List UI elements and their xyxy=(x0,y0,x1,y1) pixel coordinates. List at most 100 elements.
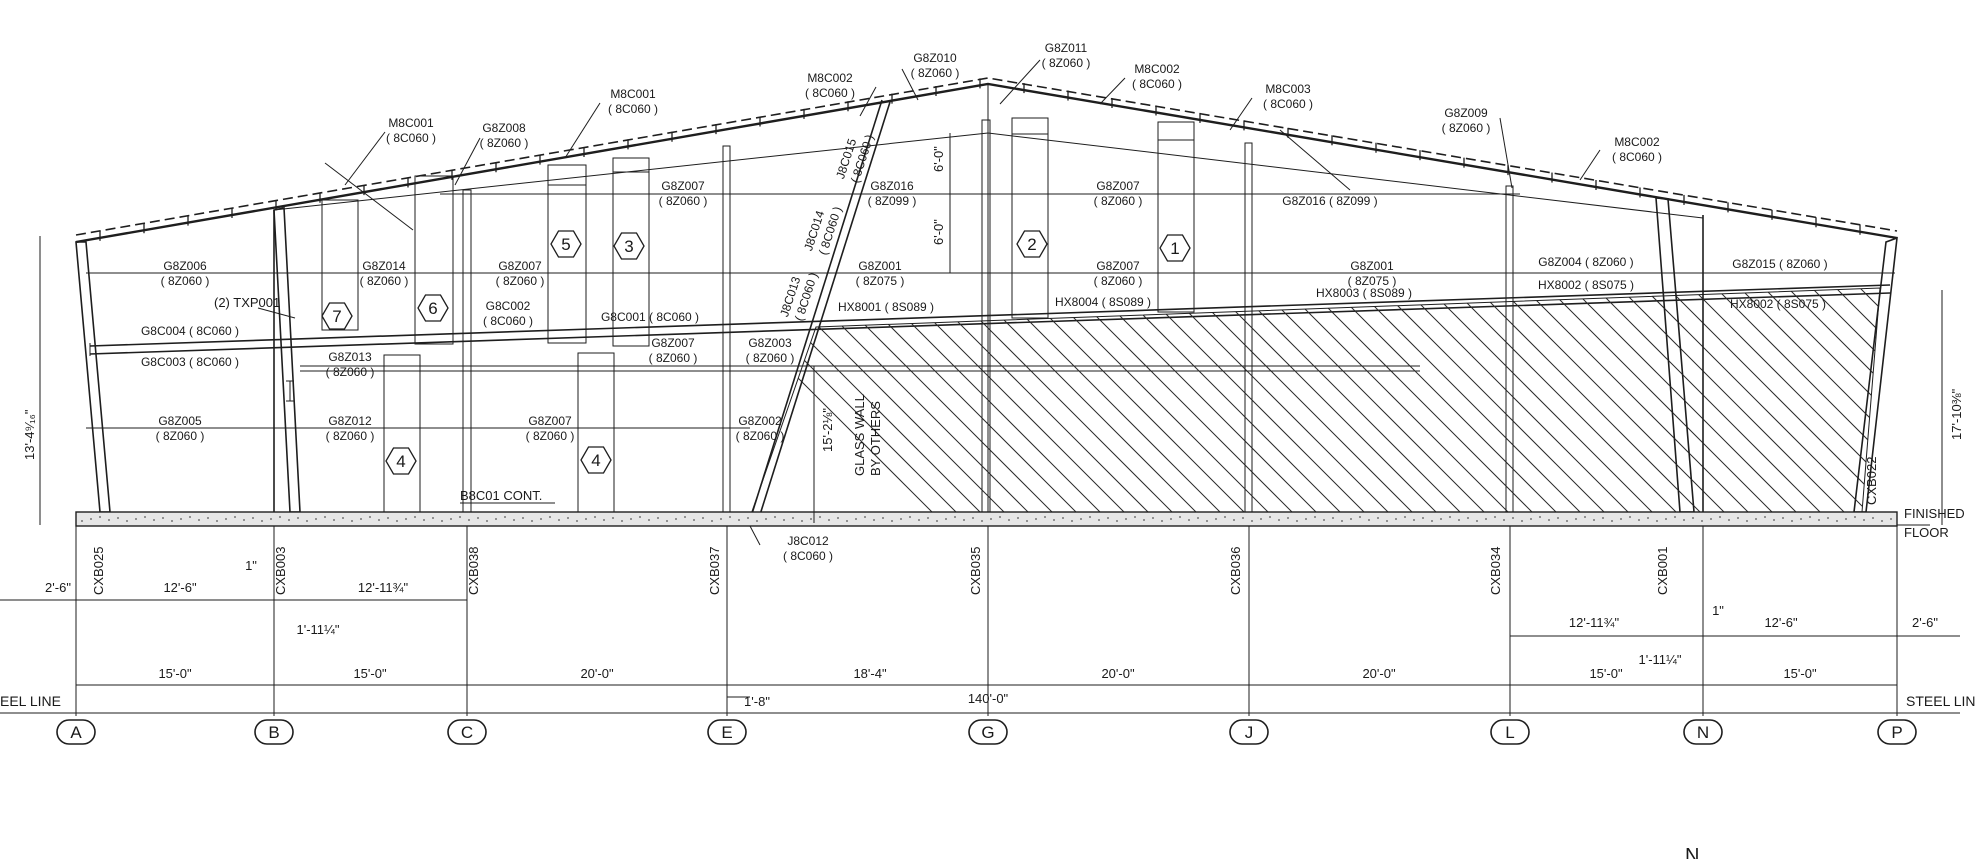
member-label: HX8002 ( 8S075 ) xyxy=(1538,278,1634,292)
member-label: ( 8Z060 ) xyxy=(736,429,785,443)
column-label: CXB036 xyxy=(1228,547,1243,595)
grid-label: J xyxy=(1245,723,1254,742)
grid-label: A xyxy=(70,723,82,742)
member-label: G8Z009 xyxy=(1444,106,1488,120)
member-label: ( 8Z060 ) xyxy=(649,351,698,365)
member-label: G8Z013 xyxy=(328,350,372,364)
bubble-number: 7 xyxy=(332,307,341,326)
grid-label: E xyxy=(721,723,732,742)
opening-bubble: 4 xyxy=(385,447,417,475)
member-label: G8Z008 xyxy=(482,121,526,135)
column-label: CXB001 xyxy=(1655,547,1670,595)
member-label: ( 8C060 ) xyxy=(1263,97,1313,111)
grid-label: C xyxy=(461,723,473,742)
member-label: G8Z016 ( 8Z099 ) xyxy=(1282,194,1377,208)
finished-floor-line1: FINISHED xyxy=(1904,506,1965,521)
member-label: HX8001 ( 8S089 ) xyxy=(838,300,934,314)
dimension-text: 12'-11¾" xyxy=(358,580,409,595)
grid-label: G xyxy=(981,723,994,742)
bay-dimension: 20'-0" xyxy=(580,666,614,681)
member-label: G8C004 ( 8C060 ) xyxy=(141,324,239,338)
column-label: CXB003 xyxy=(273,547,288,595)
bracing-slope-lines xyxy=(324,129,1351,231)
member-label: G8Z006 xyxy=(163,259,207,273)
member-label: ( 8Z060 ) xyxy=(1094,194,1143,208)
dimension-text: 1" xyxy=(1712,603,1724,618)
glass-wall-line2: BY OTHERS xyxy=(868,401,883,476)
txp001-label: (2) TXP001 xyxy=(214,295,280,310)
grid-bubble-N: N xyxy=(1683,719,1723,745)
grid-bubble-E: E xyxy=(707,719,747,745)
leader-lines xyxy=(257,59,1601,546)
dimension-text: 12'-11¾" xyxy=(1569,615,1620,630)
finished-floor-line2: FLOOR xyxy=(1904,525,1949,540)
grid-bubble-J: J xyxy=(1229,719,1269,745)
member-label: G8Z001 xyxy=(858,259,902,273)
member-label: ( 8C060 ) xyxy=(608,102,658,116)
member-label: G8Z007 xyxy=(1096,259,1140,273)
dimension-text: 2'-6" xyxy=(1912,615,1938,630)
opening-bubble: 2 xyxy=(1016,230,1048,258)
opening-bubble: 4 xyxy=(580,446,612,474)
dimension-texts: 15'-0"15'-0"20'-0"18'-4"20'-0"20'-0"15'-… xyxy=(45,558,1938,709)
member-label: ( 8Z060 ) xyxy=(156,429,205,443)
dimension-text: 1'-11¼" xyxy=(297,622,340,637)
member-label: G8Z007 xyxy=(498,259,542,273)
bubble-number: 2 xyxy=(1027,235,1036,254)
ridge-dim-upper: 6'-0" xyxy=(931,146,946,172)
bay-dimension: 15'-0" xyxy=(1783,666,1817,681)
member-label: G8Z007 xyxy=(661,179,705,193)
bay-dimension: 20'-0" xyxy=(1362,666,1396,681)
grid-label: P xyxy=(1891,723,1902,742)
break-mark xyxy=(286,380,294,402)
steel-line-right: STEEL LIN xyxy=(1906,693,1976,709)
member-label: G8C003 ( 8C060 ) xyxy=(141,355,239,369)
member-label: ( 8Z075 ) xyxy=(1348,274,1397,288)
column-posts xyxy=(75,119,1898,525)
dimension-text: 2'-6" xyxy=(45,580,71,595)
glass-wall-dim: 15'-2⅛" xyxy=(820,408,835,452)
member-label: G8Z016 xyxy=(870,179,914,193)
ridge-dim-lower: 6'-0" xyxy=(931,219,946,245)
glass-wall-line1: GLASS WALL xyxy=(852,394,867,476)
member-label: ( 8Z060 ) xyxy=(1442,121,1491,135)
grid-label: B xyxy=(268,723,279,742)
bubble-number: 4 xyxy=(396,452,405,471)
member-label: M8C003 xyxy=(1265,82,1311,96)
member-label: M8C002 xyxy=(807,71,853,85)
member-label: HX8003 ( 8S089 ) xyxy=(1316,286,1412,300)
bay-dimension: 15'-0" xyxy=(353,666,387,681)
member-label: ( 8Z060 ) xyxy=(326,365,375,379)
member-label: M8C002 xyxy=(1614,135,1660,149)
member-label: G8Z012 xyxy=(328,414,372,428)
dimension-lines xyxy=(0,133,1960,714)
jamb-diagonal xyxy=(749,99,891,522)
grid-bubble-A: A xyxy=(56,719,96,745)
member-label: ( 8C060 ) xyxy=(1132,77,1182,91)
member-label: ( 8Z060 ) xyxy=(746,351,795,365)
dimension-text: 12'-6" xyxy=(163,580,197,595)
bay-dimension: 15'-0" xyxy=(1589,666,1623,681)
member-label: ( 8Z099 ) xyxy=(868,194,917,208)
overall-dimension: 140'-0" xyxy=(968,691,1009,706)
grid-bubble-L: L xyxy=(1490,719,1530,745)
bubble-number: 4 xyxy=(591,451,600,470)
member-label: HX8004 ( 8S089 ) xyxy=(1055,295,1151,309)
member-label: ( 8C060 ) xyxy=(386,131,436,145)
gridline-extensions xyxy=(75,526,1898,716)
slab xyxy=(75,511,1930,527)
member-labels: G8Z010( 8Z060 )G8Z011( 8Z060 )M8C002( 8C… xyxy=(141,41,1828,563)
column-label: CXB038 xyxy=(466,547,481,595)
member-label: ( 8C060 ) xyxy=(783,549,833,563)
member-label: HX8002 ( 8S075 ) xyxy=(1730,297,1826,311)
member-label: G8Z007 xyxy=(528,414,572,428)
grid-bubble-P: P xyxy=(1877,719,1917,745)
member-label: ( 8Z060 ) xyxy=(360,274,409,288)
bubble-number: 5 xyxy=(561,235,570,254)
column-label: CXB034 xyxy=(1488,547,1503,595)
member-label: G8C001 ( 8C060 ) xyxy=(601,310,699,324)
column-label: CXB037 xyxy=(707,547,722,595)
